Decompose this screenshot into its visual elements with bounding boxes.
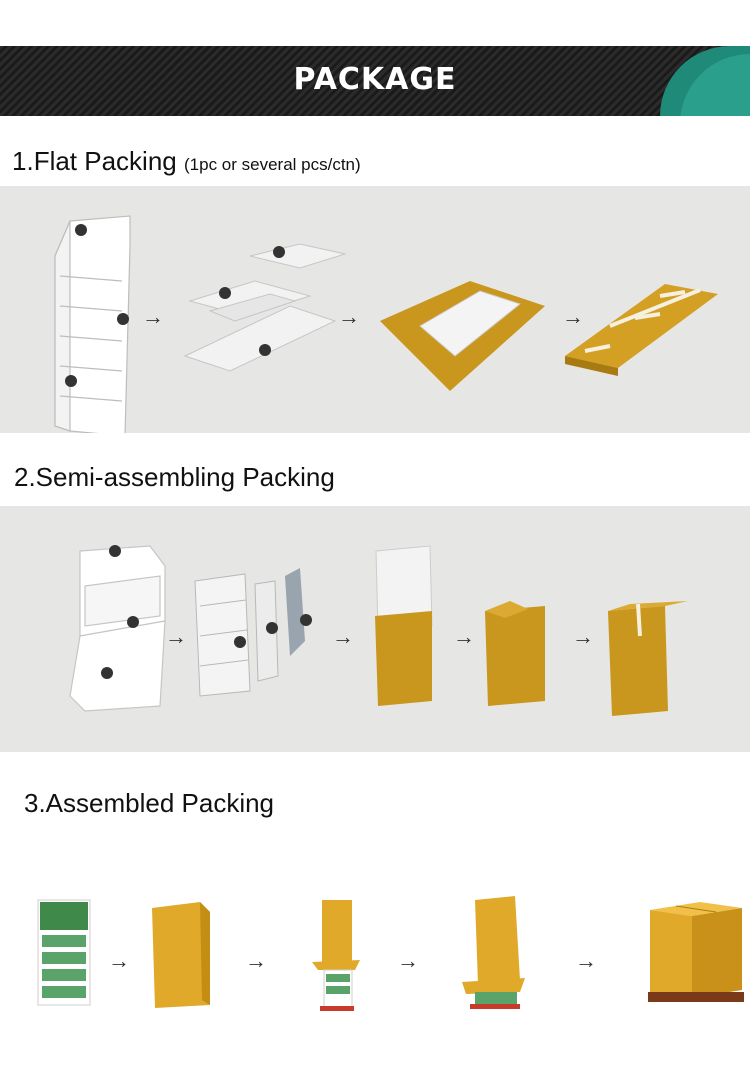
palletized-cartons-drawing bbox=[648, 902, 744, 1002]
banner-title: PACKAGE bbox=[293, 62, 457, 97]
flat-packing-illustration bbox=[54, 215, 718, 433]
package-banner: PACKAGE bbox=[0, 46, 750, 116]
arrow-icon: → bbox=[108, 948, 130, 973]
part-marker-3b bbox=[219, 287, 231, 299]
arrow-icon: → bbox=[332, 624, 354, 649]
arrow-icon: → bbox=[142, 304, 164, 329]
part-marker-3 bbox=[101, 667, 113, 679]
arrow-icon: → bbox=[397, 948, 419, 973]
carton-sliding-down-drawing bbox=[312, 900, 360, 1011]
closed-carton-drawing bbox=[152, 902, 210, 1008]
carton-almost-closed-drawing bbox=[462, 896, 525, 1009]
part-marker-1b bbox=[273, 246, 285, 258]
section-1-number: 1. bbox=[12, 146, 34, 176]
section-1-name: Flat Packing bbox=[33, 146, 177, 176]
arrow-icon: → bbox=[562, 304, 584, 329]
flat-carton-sealed-drawing bbox=[565, 284, 718, 376]
part-marker-1 bbox=[127, 616, 139, 628]
flat-packing-panel: → → → bbox=[0, 186, 750, 433]
part-marker-3b bbox=[266, 622, 278, 634]
arrow-icon: → bbox=[245, 948, 267, 973]
flat-parts-drawing bbox=[183, 243, 347, 372]
part-marker-2 bbox=[117, 313, 129, 325]
part-marker-2 bbox=[109, 545, 121, 557]
part-marker-2b bbox=[259, 344, 271, 356]
part-marker-1b bbox=[234, 636, 246, 648]
section-1-subtitle: (1pc or several pcs/ctn) bbox=[184, 155, 361, 174]
part-marker-1 bbox=[75, 224, 87, 236]
arrow-icon: → bbox=[453, 624, 475, 649]
arrow-icon: → bbox=[338, 304, 360, 329]
part-marker-3 bbox=[65, 375, 77, 387]
side-panel-drawing bbox=[285, 568, 305, 656]
section-1-title: 1.Flat Packing (1pc or several pcs/ctn) bbox=[12, 146, 361, 177]
part-marker-2b bbox=[300, 614, 312, 626]
arrow-icon: → bbox=[572, 624, 594, 649]
arrow-icon: → bbox=[165, 624, 187, 649]
carton-opening-drawing bbox=[485, 601, 545, 706]
section-2-title: 2.Semi-assembling Packing bbox=[14, 462, 335, 492]
assembled-packing-illustration bbox=[37, 896, 744, 1011]
carton-closed-drawing bbox=[608, 601, 688, 716]
carton-with-stand-drawing bbox=[375, 545, 433, 706]
display-stand-drawing bbox=[54, 215, 131, 433]
semi-assembling-illustration bbox=[69, 545, 688, 716]
flat-carton-open-drawing bbox=[380, 281, 545, 391]
shelf-frame-drawing bbox=[194, 573, 279, 697]
product-display-drawing bbox=[37, 899, 91, 1006]
arrow-icon: → bbox=[575, 948, 597, 973]
display-header-drawing bbox=[69, 545, 166, 712]
semi-assembling-panel: → → → → bbox=[0, 506, 750, 752]
section-3-title: 3.Assembled Packing bbox=[24, 788, 275, 818]
